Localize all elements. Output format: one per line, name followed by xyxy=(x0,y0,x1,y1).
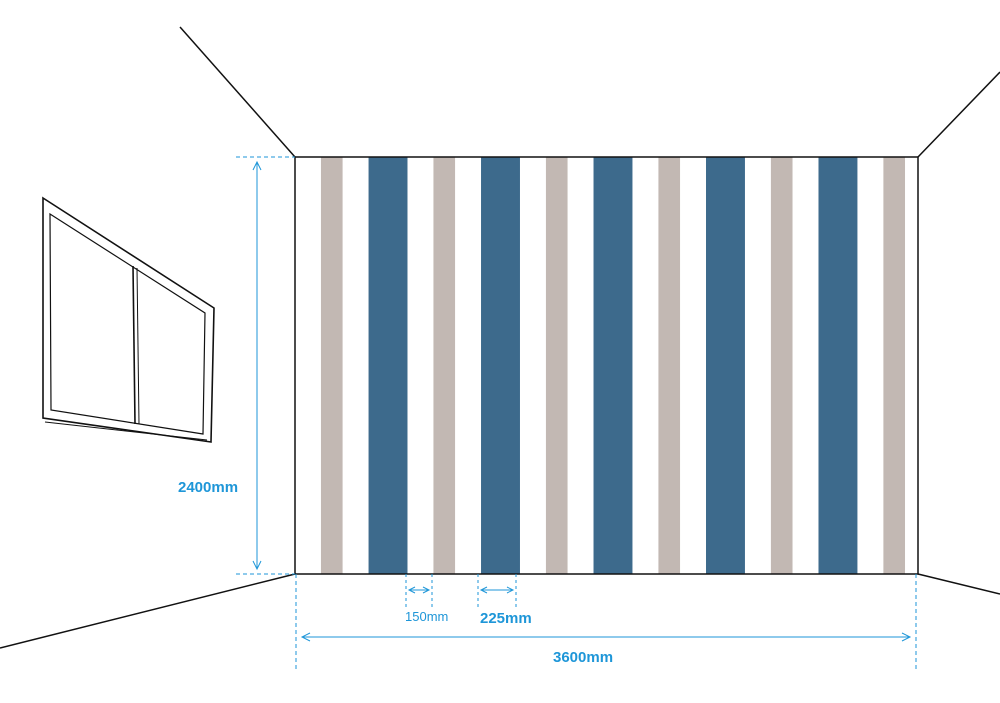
blue-stripe-8 xyxy=(706,157,745,574)
ceiling-left-edge xyxy=(179,26,296,158)
gap-label: 150mm xyxy=(405,609,448,624)
window-sill-line xyxy=(44,421,208,441)
wall-stripes xyxy=(320,157,906,574)
gap-arrow-left xyxy=(407,586,416,594)
blue-stripe-4 xyxy=(481,157,520,574)
back-wall xyxy=(294,156,919,575)
blue-stripe-2 xyxy=(368,157,408,574)
blue-stripe-6 xyxy=(593,157,633,574)
height-arrow-top xyxy=(252,160,262,171)
floor-left-edge xyxy=(0,573,296,649)
window-frame-outer xyxy=(42,196,215,443)
width-label: 3600mm xyxy=(553,649,613,666)
blue-stripe-10 xyxy=(818,157,858,574)
window xyxy=(42,196,215,443)
taupe-stripe-11 xyxy=(883,157,906,574)
height-label: 2400mm xyxy=(178,479,238,496)
ceiling-right-edge xyxy=(917,71,1000,158)
width-arrow-right xyxy=(901,632,912,642)
stripe-arrow-left xyxy=(479,586,488,594)
gap-arrow-right xyxy=(422,586,431,594)
taupe-stripe-3 xyxy=(433,157,456,574)
window-mullion xyxy=(132,265,136,425)
taupe-stripe-5 xyxy=(545,157,568,574)
taupe-stripe-7 xyxy=(658,157,681,574)
width-arrow-left xyxy=(300,632,311,642)
window-mullion-shadow xyxy=(136,267,140,425)
taupe-stripe-1 xyxy=(320,157,343,574)
dimension-lines xyxy=(236,156,917,672)
stripe-arrow-right xyxy=(506,586,515,594)
height-arrow-bottom xyxy=(252,560,262,571)
floor-right-edge xyxy=(917,573,1000,595)
room-outline xyxy=(0,26,1000,649)
taupe-stripe-9 xyxy=(770,157,793,574)
blue-stripe-label: 225mm xyxy=(480,610,532,627)
window-frame-inner xyxy=(49,212,206,435)
